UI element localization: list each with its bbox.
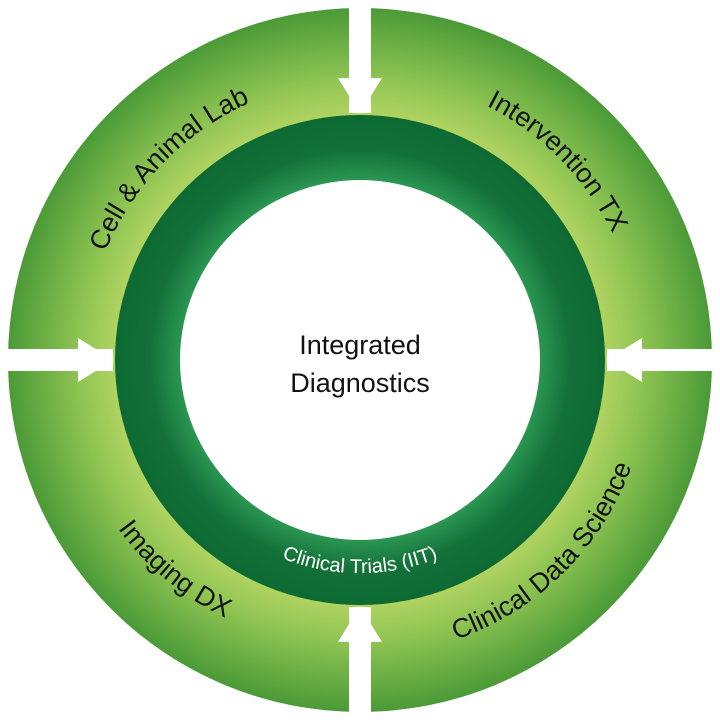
arrow-down-icon <box>338 0 382 114</box>
arrow-right-icon <box>0 338 114 382</box>
center-title-line1: Integrated <box>299 330 421 360</box>
arrow-up-icon <box>338 606 382 720</box>
arrow-left-icon <box>606 338 720 382</box>
center-title-line2: Diagnostics <box>290 368 430 398</box>
center-circle <box>180 180 540 540</box>
